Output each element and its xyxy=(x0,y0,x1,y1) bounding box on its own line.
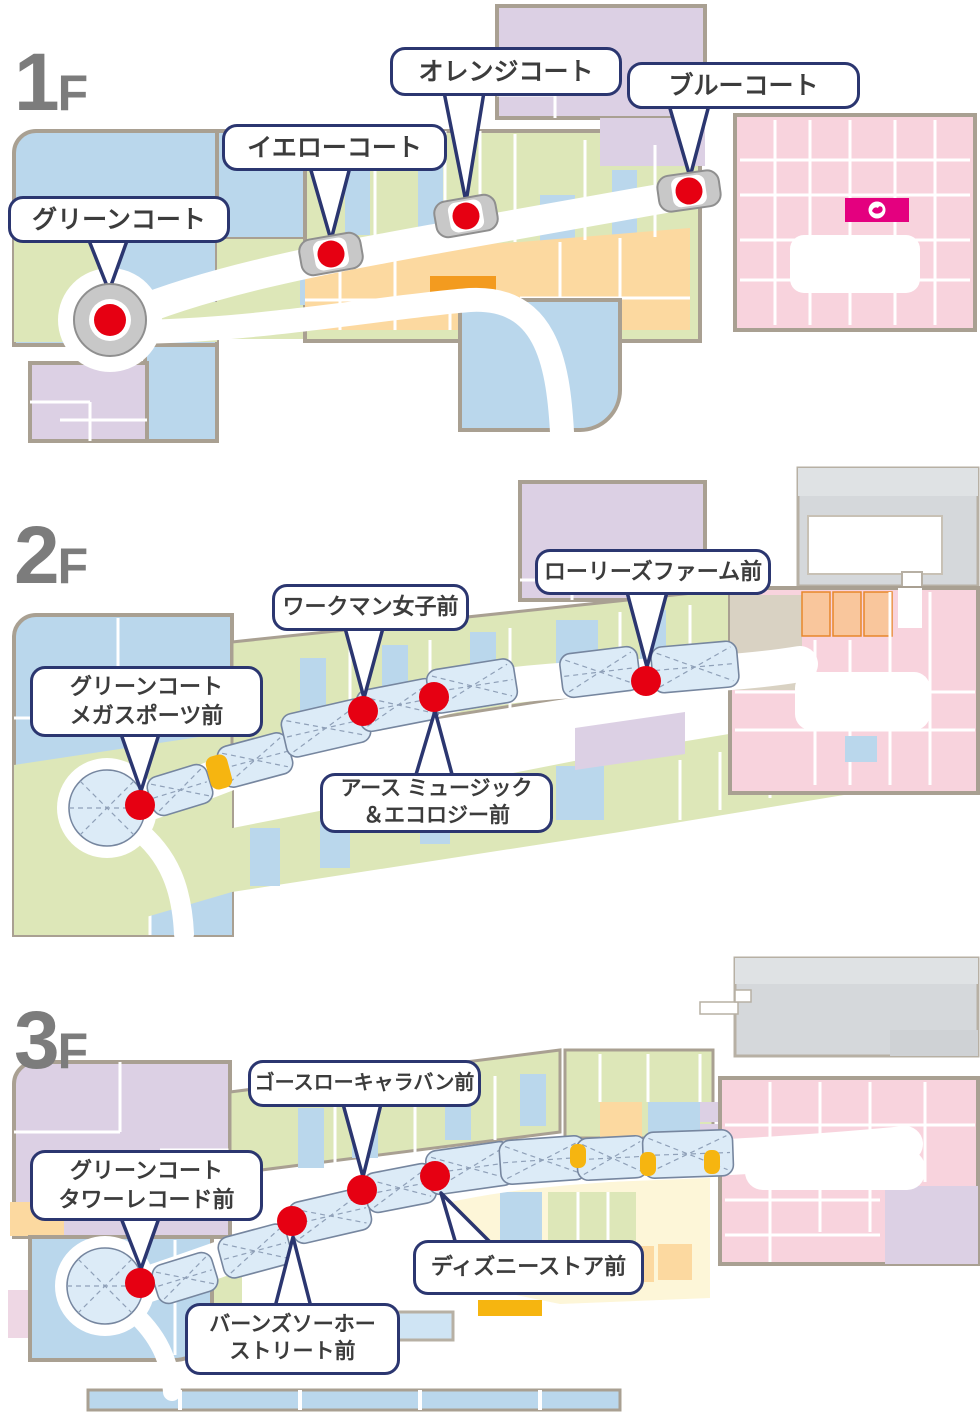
lowrys-marker xyxy=(631,666,661,696)
earth-marker xyxy=(419,682,449,712)
floor-2f-label: 2F xyxy=(14,510,88,601)
megasports-marker xyxy=(125,790,155,820)
callout-workman-joshi: ワークマン女子前 xyxy=(272,584,469,631)
goslow-marker xyxy=(347,1175,377,1205)
skylight-court-circle xyxy=(66,1247,144,1325)
skylight xyxy=(575,1134,649,1182)
callout-green-court-tower-records: グリーンコート タワーレコード前 xyxy=(30,1150,263,1221)
escalator-icon xyxy=(704,1150,720,1174)
barns-soho-marker xyxy=(277,1206,307,1236)
callout-goslow-caravan: ゴースローキャラバン前 xyxy=(248,1060,481,1107)
yellow-court-marker xyxy=(298,231,364,277)
callout-disney-store: ディズニーストア前 xyxy=(413,1240,644,1295)
skylight xyxy=(650,640,740,694)
callout-barns-soho-street: バーンズソーホー ストリート前 xyxy=(185,1303,400,1375)
skylight xyxy=(216,732,294,788)
orange-court-marker xyxy=(433,193,499,239)
callout-lowrys-farm: ローリーズファーム前 xyxy=(535,549,771,595)
skylight xyxy=(151,1251,219,1305)
tower-records-marker xyxy=(125,1268,155,1298)
department-store-area xyxy=(728,586,980,795)
skylight-court-circle xyxy=(68,769,146,847)
store-banner xyxy=(845,198,909,222)
green-court-marker xyxy=(73,283,147,357)
floor-1f-label: 1F xyxy=(14,37,88,128)
callout-earth-music-ecology: アース ミュージック ＆エコロジー前 xyxy=(320,773,553,833)
workman-marker xyxy=(348,696,378,726)
escalator-icon xyxy=(570,1144,586,1168)
disney-marker xyxy=(420,1161,450,1191)
skylight xyxy=(498,1134,588,1186)
callout-green-court-megasports: グリーンコート メガスポーツ前 xyxy=(30,666,263,737)
blue-court-marker xyxy=(656,169,722,213)
parking-garage xyxy=(699,956,980,1058)
floor-3f-label: 3F xyxy=(14,995,88,1086)
callout-green-court: グリーンコート xyxy=(8,196,230,243)
skylight xyxy=(641,1129,735,1179)
skylight xyxy=(559,645,641,699)
bottom-strip-stores xyxy=(86,1310,622,1412)
escalator-icon xyxy=(640,1152,656,1176)
skylight xyxy=(217,1223,293,1279)
callout-yellow-court: イエローコート xyxy=(222,124,447,171)
callout-blue-court: ブルーコート xyxy=(627,62,860,109)
department-store-area xyxy=(733,113,977,332)
callout-orange-court: オレンジコート xyxy=(390,47,622,96)
escalator-icon xyxy=(205,754,233,790)
